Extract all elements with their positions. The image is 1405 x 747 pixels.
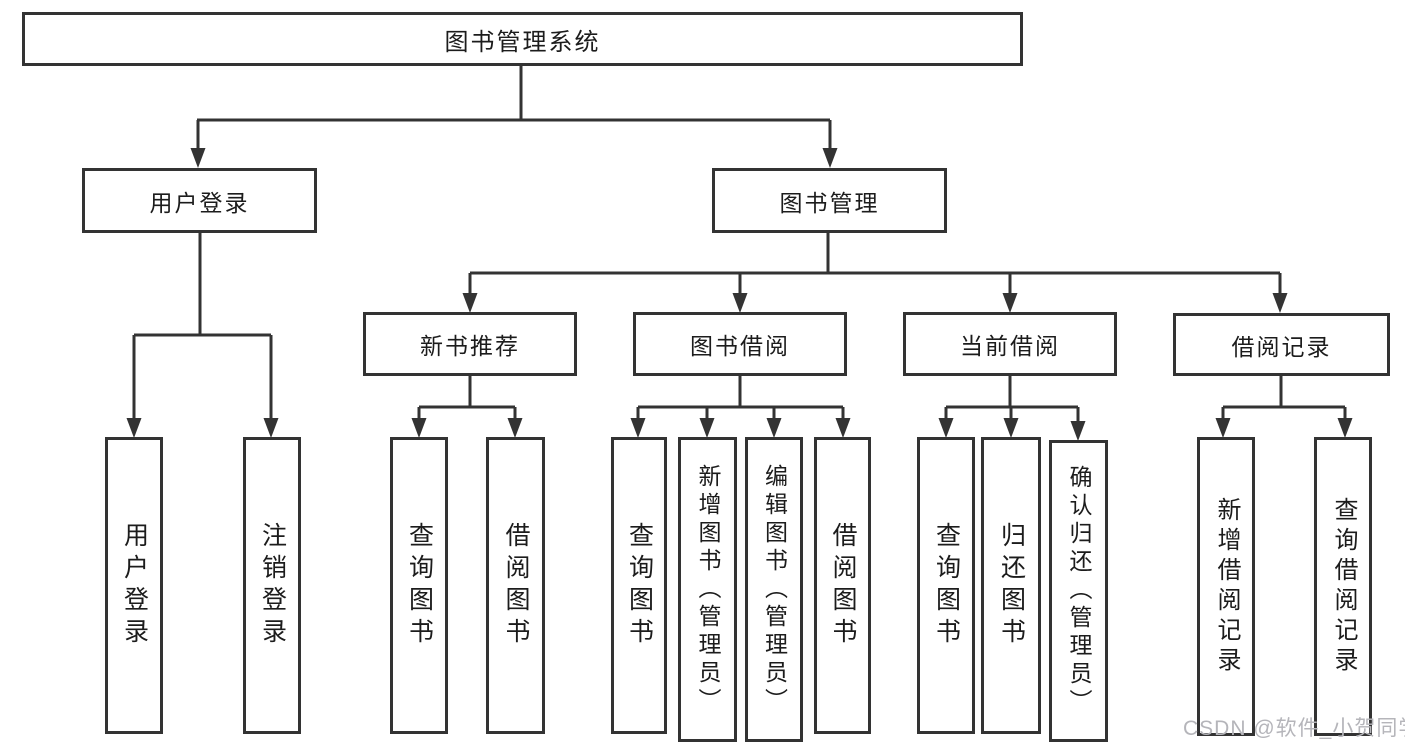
leaf-query-books-current: 查询图书 (917, 437, 975, 734)
connector-book-borrow (636, 376, 845, 423)
connector-book-management (468, 233, 1282, 298)
leaf-logout: 注销登录 (243, 437, 301, 734)
leaf-return-books: 归还图书 (981, 437, 1041, 734)
leaf-label: 借阅图书 (829, 521, 857, 650)
leaf-label: 确认归还（管理员） (1066, 465, 1092, 717)
arrowhead (1337, 418, 1353, 438)
node-borrow-records: 借阅记录 (1173, 313, 1390, 376)
connector-borrow-records (1221, 376, 1347, 423)
arrowhead (1215, 418, 1231, 438)
connector-current-borrow (944, 376, 1080, 426)
leaf-label: 注销登录 (258, 521, 287, 650)
leaf-label: 查询图书 (405, 521, 434, 650)
leaf-label: 新增图书（管理员） (695, 463, 721, 716)
leaf-query-books-borrow: 查询图书 (611, 437, 667, 734)
node-current-borrow: 当前借阅 (903, 312, 1117, 376)
arrowhead (462, 293, 478, 313)
leaf-user-login: 用户登录 (105, 437, 163, 734)
node-label: 图书管理系统 (444, 28, 601, 56)
node-label: 新书推荐 (420, 333, 520, 359)
node-library-system: 图书管理系统 (22, 12, 1023, 66)
leaf-confirm-return-admin: 确认归还（管理员） (1049, 440, 1108, 742)
node-label: 用户登录 (149, 189, 250, 216)
arrowhead (699, 418, 715, 438)
arrowhead (263, 418, 279, 438)
node-new-book-recommend: 新书推荐 (363, 312, 577, 376)
arrowhead (411, 418, 427, 438)
arrowhead (835, 418, 851, 438)
arrowhead (507, 418, 523, 438)
leaf-query-books-recommend: 查询图书 (390, 437, 448, 734)
node-label: 借阅记录 (1231, 333, 1332, 360)
connector-root (196, 66, 832, 153)
leaf-label: 归还图书 (997, 521, 1026, 650)
leaf-borrow-books: 借阅图书 (814, 437, 871, 734)
node-user-login: 用户登录 (82, 168, 317, 233)
node-book-borrow: 图书借阅 (633, 312, 847, 376)
leaf-label: 查询图书 (625, 521, 654, 650)
arrowhead (766, 418, 782, 438)
arrowhead (1002, 293, 1018, 313)
arrowhead (190, 148, 206, 168)
leaf-borrow-books-recommend: 借阅图书 (486, 437, 545, 734)
leaf-add-borrow-record: 新增借阅记录 (1197, 437, 1255, 736)
connector-new-books (417, 376, 517, 423)
arrowhead (938, 418, 954, 438)
leaf-edit-book-admin: 编辑图书（管理员） (745, 437, 803, 742)
leaf-label: 借阅图书 (502, 521, 530, 650)
csdn-watermark: CSDN @软件_小贺同学 (1183, 717, 1405, 740)
arrowhead (822, 148, 838, 168)
leaf-label: 查询借阅记录 (1330, 496, 1357, 677)
arrowhead (1272, 293, 1288, 313)
leaf-label: 用户登录 (120, 521, 149, 650)
node-label: 当前借阅 (960, 333, 1060, 359)
arrowhead (1003, 418, 1019, 438)
node-label: 图书借阅 (690, 333, 790, 359)
arrowhead (630, 418, 646, 438)
leaf-query-borrow-record: 查询借阅记录 (1314, 437, 1372, 736)
connector-user-login (132, 233, 273, 423)
leaf-label: 编辑图书（管理员） (761, 463, 788, 716)
node-label: 图书管理 (779, 189, 880, 216)
arrowhead (1070, 421, 1086, 441)
leaf-label: 新增借阅记录 (1213, 496, 1240, 677)
arrowhead (732, 293, 748, 313)
node-book-management: 图书管理 (712, 168, 947, 233)
leaf-add-book-admin: 新增图书（管理员） (678, 437, 737, 742)
arrowhead (126, 418, 142, 438)
leaf-label: 查询图书 (932, 521, 961, 650)
